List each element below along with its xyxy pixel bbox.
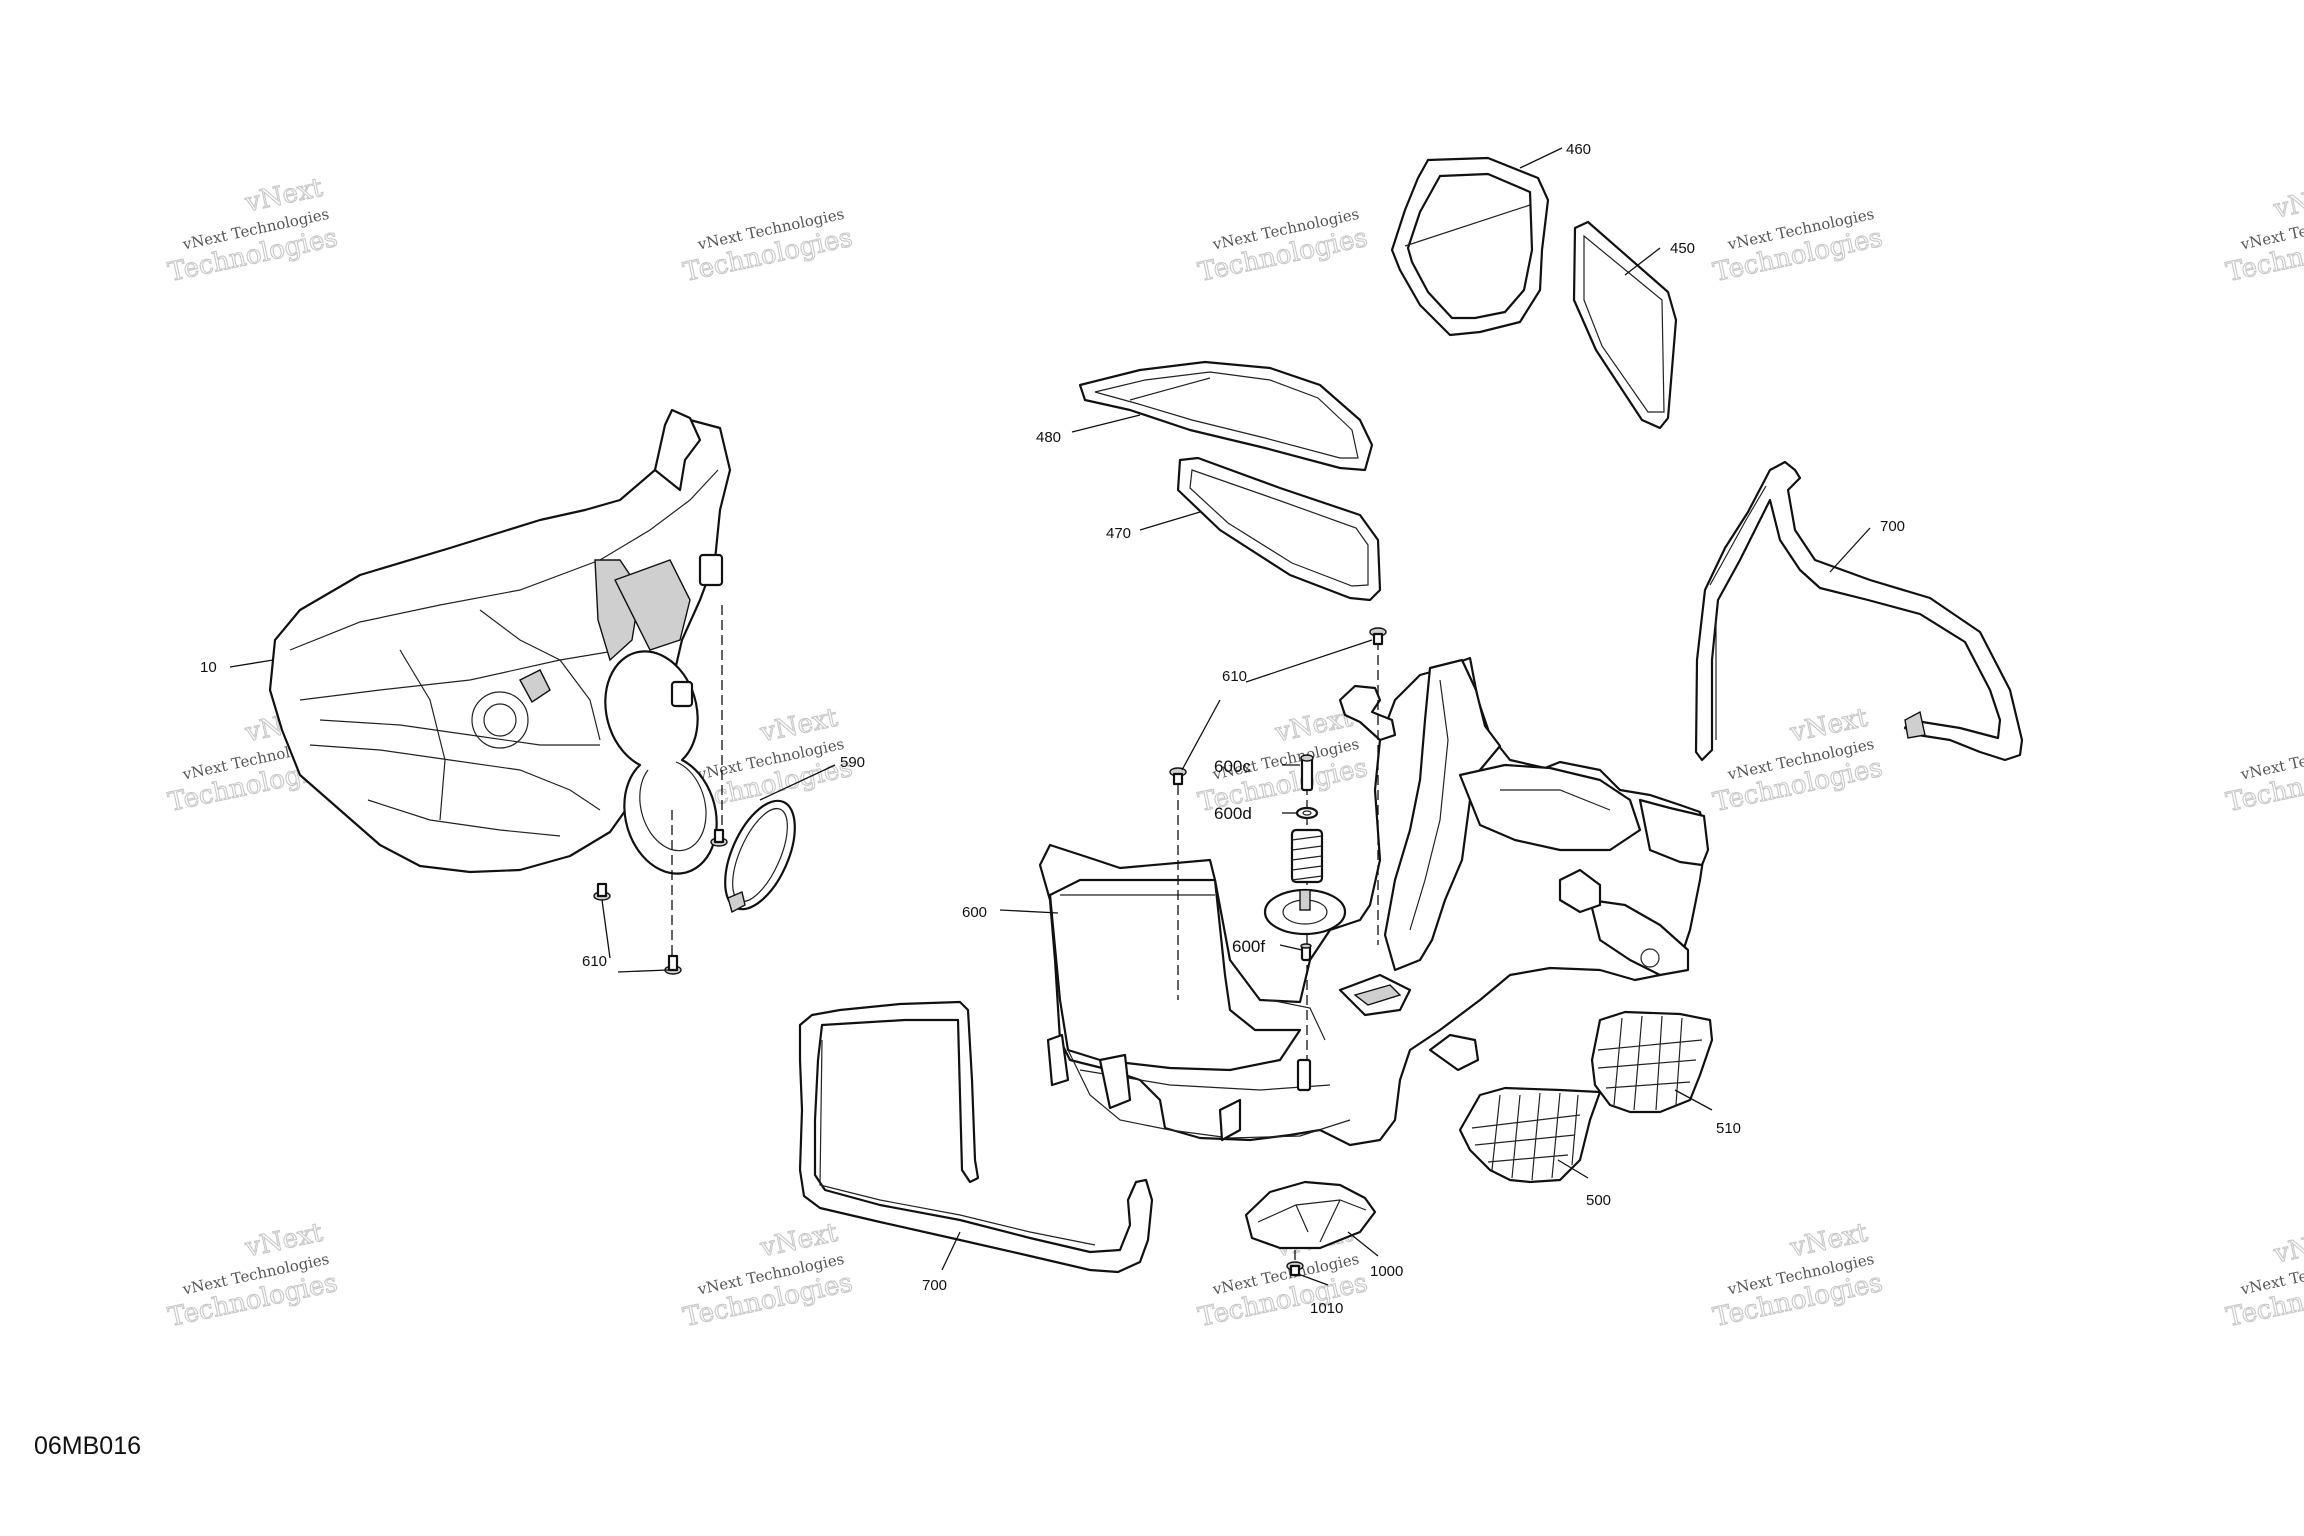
screw-icon xyxy=(593,882,611,901)
seal-460 xyxy=(1390,156,1550,337)
leader-line xyxy=(1519,147,1563,169)
watermark-stamp: vNext Technologies Technologies xyxy=(1710,205,1886,289)
leader-line xyxy=(1071,414,1141,433)
watermark-stamp: vNext Technologies Technologies vNext xyxy=(2223,1223,2304,1333)
bolt-icon xyxy=(1300,754,1314,792)
screw-icon xyxy=(710,828,728,847)
watermark-stamp: vNext Technologies Technologies xyxy=(2223,735,2304,819)
screw-icon xyxy=(1369,627,1387,646)
leader-lines xyxy=(229,147,1871,1286)
watermark-stamp: vNext Technologies Technologies xyxy=(1195,205,1371,289)
callout-10: 10 xyxy=(200,659,217,676)
callout-700-left: 700 xyxy=(922,1277,947,1294)
leader-line xyxy=(1674,1089,1713,1111)
leader-line xyxy=(1181,699,1221,771)
callout-1010: 1010 xyxy=(1310,1300,1343,1317)
leader-line xyxy=(1347,1231,1379,1257)
leader-line xyxy=(601,899,611,959)
watermark-stamp: vNext Technologies Technologies vNext xyxy=(1195,702,1371,818)
watermark-stamp: vNext Technologies Technologies vNext xyxy=(1710,1217,1886,1333)
callout-labels: 10 460 450 480 470 700 590 610 600c 600d… xyxy=(200,141,1905,1317)
bracket-700-right xyxy=(1694,460,2024,762)
bracket-700-left xyxy=(798,1000,1154,1274)
callout-450: 450 xyxy=(1670,240,1695,257)
leader-line xyxy=(1829,527,1871,573)
washer-icon xyxy=(1295,806,1319,820)
air-intake-housing xyxy=(268,408,732,875)
leader-line xyxy=(1279,944,1303,951)
watermark-stamp: vNext Technologies Technologies vNext xyxy=(165,172,341,288)
watermark-stamp: vNext Technologies Technologies vNext xyxy=(1710,702,1886,818)
leader-line xyxy=(1624,247,1661,276)
hose-clamp xyxy=(724,799,796,914)
seal-450 xyxy=(1572,220,1678,430)
pin-icon xyxy=(1300,943,1312,962)
callout-600f: 600f xyxy=(1232,937,1265,956)
callout-610-left: 610 xyxy=(582,953,607,970)
callout-700-right: 700 xyxy=(1880,518,1905,535)
callout-590: 590 xyxy=(840,754,865,771)
leader-line xyxy=(759,764,836,801)
spring-icon xyxy=(1290,828,1324,884)
grille-500 xyxy=(1458,1086,1602,1184)
watermark-text: vNext xyxy=(2271,179,2304,225)
callout-470: 470 xyxy=(1106,525,1131,542)
leader-line xyxy=(617,969,669,973)
watermark-text: vNext xyxy=(2271,1224,2304,1270)
callout-480: 480 xyxy=(1036,429,1061,446)
leader-line xyxy=(1297,1273,1329,1286)
right-fastener-group xyxy=(1169,627,1387,1000)
seal-480 xyxy=(1078,360,1374,472)
watermark-stamp: vNext Technologies Technologies xyxy=(680,205,856,289)
callout-1000: 1000 xyxy=(1370,1263,1403,1280)
leader-line xyxy=(1139,511,1201,531)
screw-icon xyxy=(664,954,682,975)
watermark-stamp: vNext Technologies Technologies vNext xyxy=(2223,178,2304,288)
callout-610-top: 610 xyxy=(1222,668,1247,685)
callout-600d: 600d xyxy=(1214,804,1252,823)
airbox-600 xyxy=(1038,656,1710,1147)
watermark-stamp: vNext Technologies Technologies vNext xyxy=(165,1217,341,1333)
leader-line xyxy=(1245,639,1373,683)
callout-460: 460 xyxy=(1566,141,1591,158)
leader-line xyxy=(999,909,1059,914)
drain-cap-1000 xyxy=(1244,1180,1377,1262)
screw-icon xyxy=(1169,767,1187,786)
valve-disc-icon xyxy=(1263,888,1347,936)
callout-510: 510 xyxy=(1716,1120,1741,1137)
callout-600c: 600c xyxy=(1214,757,1251,776)
callout-500: 500 xyxy=(1586,1192,1611,1209)
figure-code: 06MB016 xyxy=(34,1432,142,1460)
left-fastener-group xyxy=(593,605,728,975)
fastener-1010 xyxy=(1286,1261,1304,1277)
leader-line xyxy=(1557,1159,1589,1179)
leader-line xyxy=(941,1231,961,1271)
seal-470 xyxy=(1176,456,1382,602)
watermark-stamp: vNext Technologies Technologies vNext xyxy=(680,1217,856,1333)
grille-510 xyxy=(1590,1010,1714,1114)
callout-600: 600 xyxy=(962,904,987,921)
leader-line xyxy=(229,659,274,668)
